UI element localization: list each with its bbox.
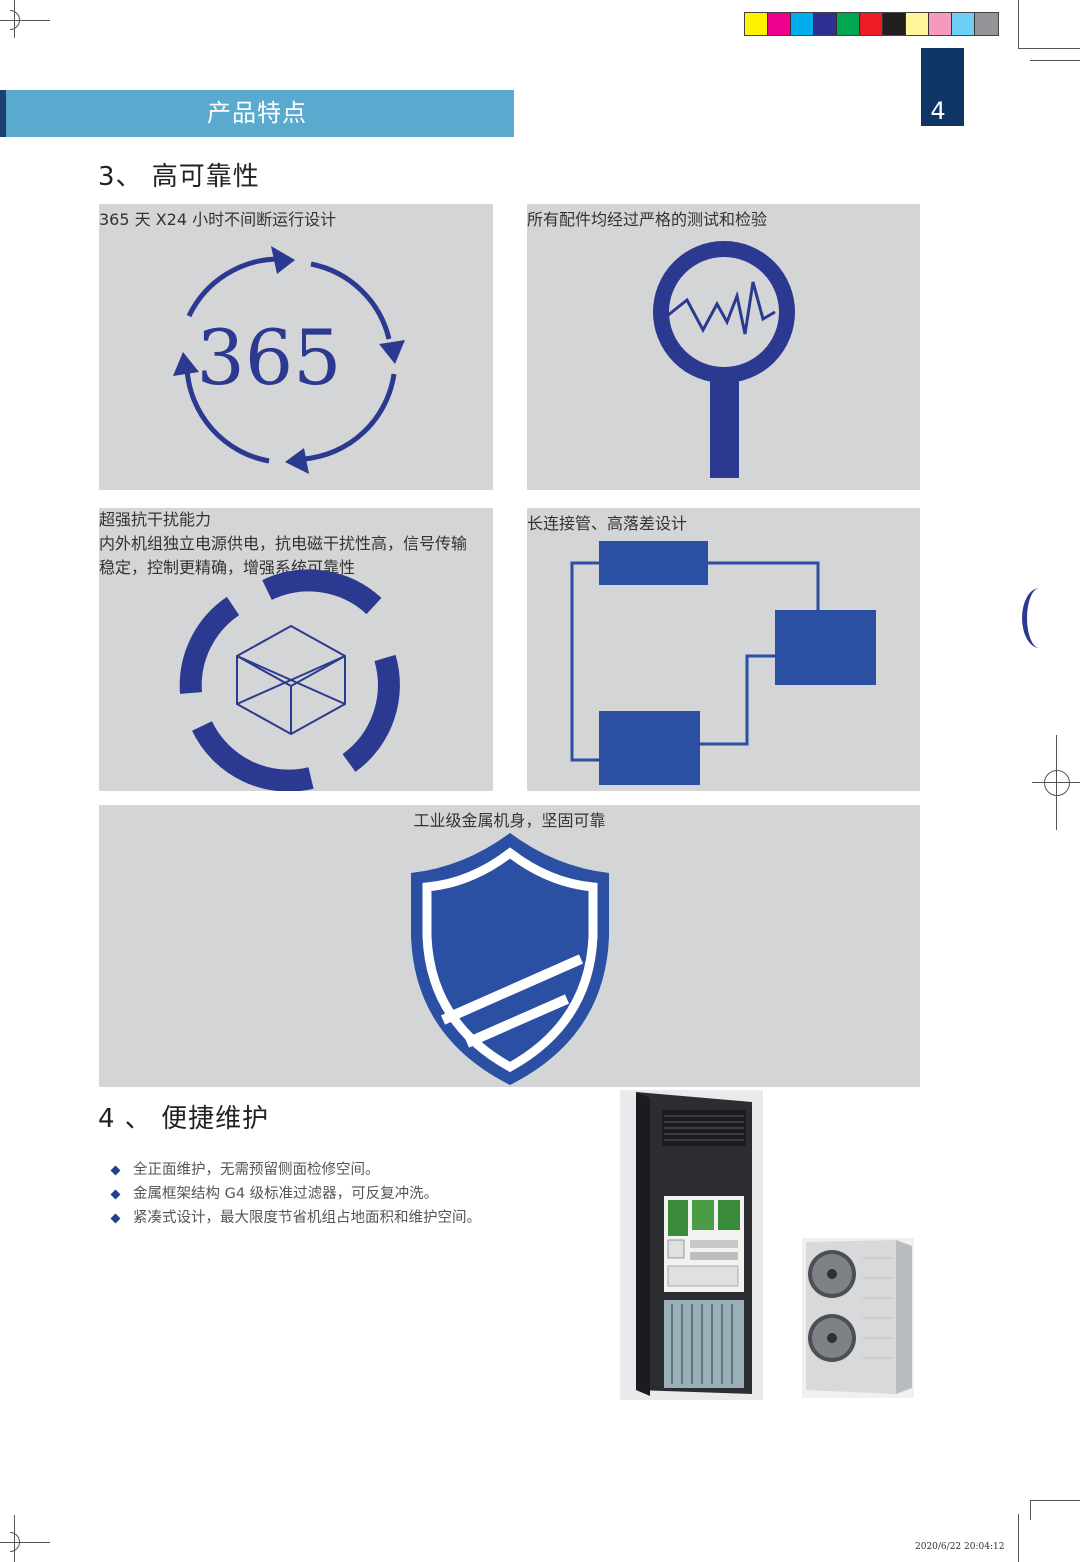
maintenance-bullet-list: 全正面维护，无需预留侧面检修空间。 金属框架结构 G4 级标准过滤器，可反复冲洗… <box>110 1158 481 1230</box>
panel-metal-body-caption: 工业级金属机身，坚固可靠 <box>413 811 606 830</box>
color-swatch <box>814 13 837 35</box>
indoor-cabinet-unit-image <box>620 1090 763 1400</box>
cycle-arrows-icon: 365 <box>173 246 405 474</box>
shield-icon <box>411 833 609 1085</box>
connected-blocks-icon <box>570 541 876 785</box>
color-swatch <box>791 13 814 35</box>
color-swatch <box>768 13 791 35</box>
color-swatch <box>906 13 929 35</box>
icon-365-text: 365 <box>196 313 341 402</box>
magnifier-waveform-icon <box>653 241 795 478</box>
panel-interference: 超强抗干扰能力 内外机组独立电源供电，抗电磁干扰性高，信号传输 稳定，控制更精确… <box>99 508 493 791</box>
print-timestamp: 2020/6/22 20:04:12 <box>915 1542 1005 1552</box>
panel-piping-caption: 长连接管、高落差设计 <box>527 514 688 533</box>
caption-line: 内外机组独立电源供电，抗电磁干扰性高，信号传输 <box>99 534 468 553</box>
panel-uptime-caption: 365 天 X24 小时不间断运行设计 <box>99 210 337 229</box>
caption-line: 超强抗干扰能力 <box>99 510 212 529</box>
shield-ring-cube-icon <box>179 569 400 791</box>
color-swatch <box>745 13 768 35</box>
list-item: 紧凑式设计，最大限度节省机组占地面积和维护空间。 <box>110 1206 481 1230</box>
color-swatch <box>929 13 952 35</box>
color-swatch <box>975 13 998 35</box>
color-swatch <box>952 13 975 35</box>
panel-piping: 长连接管、高落差设计 <box>527 508 920 791</box>
diamond-bullet-icon <box>110 1213 121 1223</box>
page-number-block: 4 <box>921 48 964 126</box>
outdoor-condenser-unit-image <box>802 1238 914 1398</box>
panel-metal-body: 工业级金属机身，坚固可靠 <box>99 805 920 1087</box>
diamond-bullet-icon <box>110 1189 121 1199</box>
panel-testing-caption: 所有配件均经过严格的测试和检验 <box>527 210 768 229</box>
list-item: 金属框架结构 G4 级标准过滤器，可反复冲洗。 <box>110 1182 481 1206</box>
header-band-edge <box>0 90 6 137</box>
print-color-bar <box>744 12 999 36</box>
list-item: 全正面维护，无需预留侧面检修空间。 <box>110 1158 481 1182</box>
color-swatch <box>883 13 906 35</box>
section3-title: 3、 高可靠性 <box>98 162 260 192</box>
color-swatch <box>860 13 883 35</box>
header-title: 产品特点 <box>207 99 307 127</box>
diamond-bullet-icon <box>110 1165 121 1175</box>
panel-testing: 所有配件均经过严格的测试和检验 <box>527 204 920 490</box>
section-header-band: 产品特点 <box>0 90 514 137</box>
color-swatch <box>837 13 860 35</box>
panel-uptime: 365 天 X24 小时不间断运行设计 365 <box>99 204 493 490</box>
section4-title: 4 、 便捷维护 <box>98 1104 270 1134</box>
page-number: 4 <box>930 97 946 125</box>
